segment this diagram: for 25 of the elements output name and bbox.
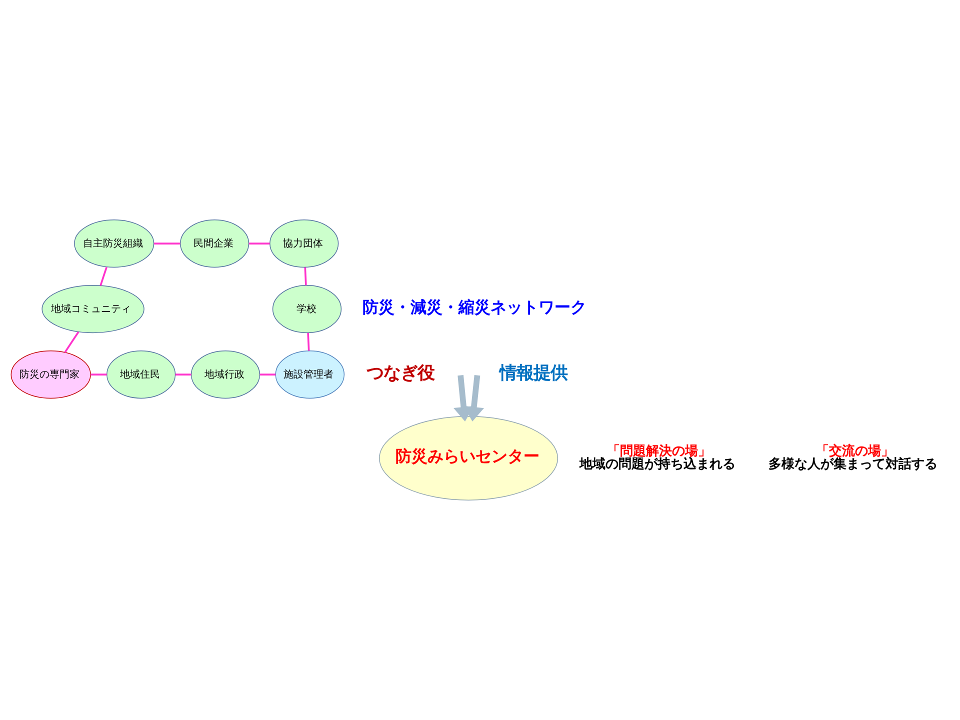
node-ellipse: 施設管理者 <box>275 350 345 399</box>
connector <box>260 374 276 376</box>
node-ellipse: 協力団体 <box>270 220 339 268</box>
node-ellipse: 民間企業 <box>180 220 250 268</box>
label: 多様な人が集まって対話する <box>768 456 938 472</box>
node-ellipse: 地域住民 <box>106 350 176 399</box>
connector <box>307 332 310 351</box>
connector <box>100 266 108 286</box>
connector <box>90 374 107 376</box>
node-ellipse: 防災みらいセンター <box>379 416 558 500</box>
node-ellipse: 地域コミュニティ <box>42 285 144 334</box>
connector <box>304 267 307 286</box>
label: 防災・減災・縮災ネットワーク <box>362 297 587 316</box>
connector <box>248 242 270 244</box>
label: 情報提供 <box>499 363 568 384</box>
label: 地域の問題が持ち込まれる <box>580 456 736 472</box>
connector <box>154 242 180 244</box>
node-ellipse: 学校 <box>272 285 342 334</box>
connector <box>175 374 192 376</box>
node-ellipse: 地域行政 <box>190 350 260 399</box>
label: つなぎ役 <box>366 363 434 384</box>
arrow <box>454 375 484 422</box>
node-ellipse: 防災の専門家 <box>10 350 91 399</box>
connector <box>64 331 80 353</box>
node-ellipse: 自主防災組織 <box>74 220 154 268</box>
